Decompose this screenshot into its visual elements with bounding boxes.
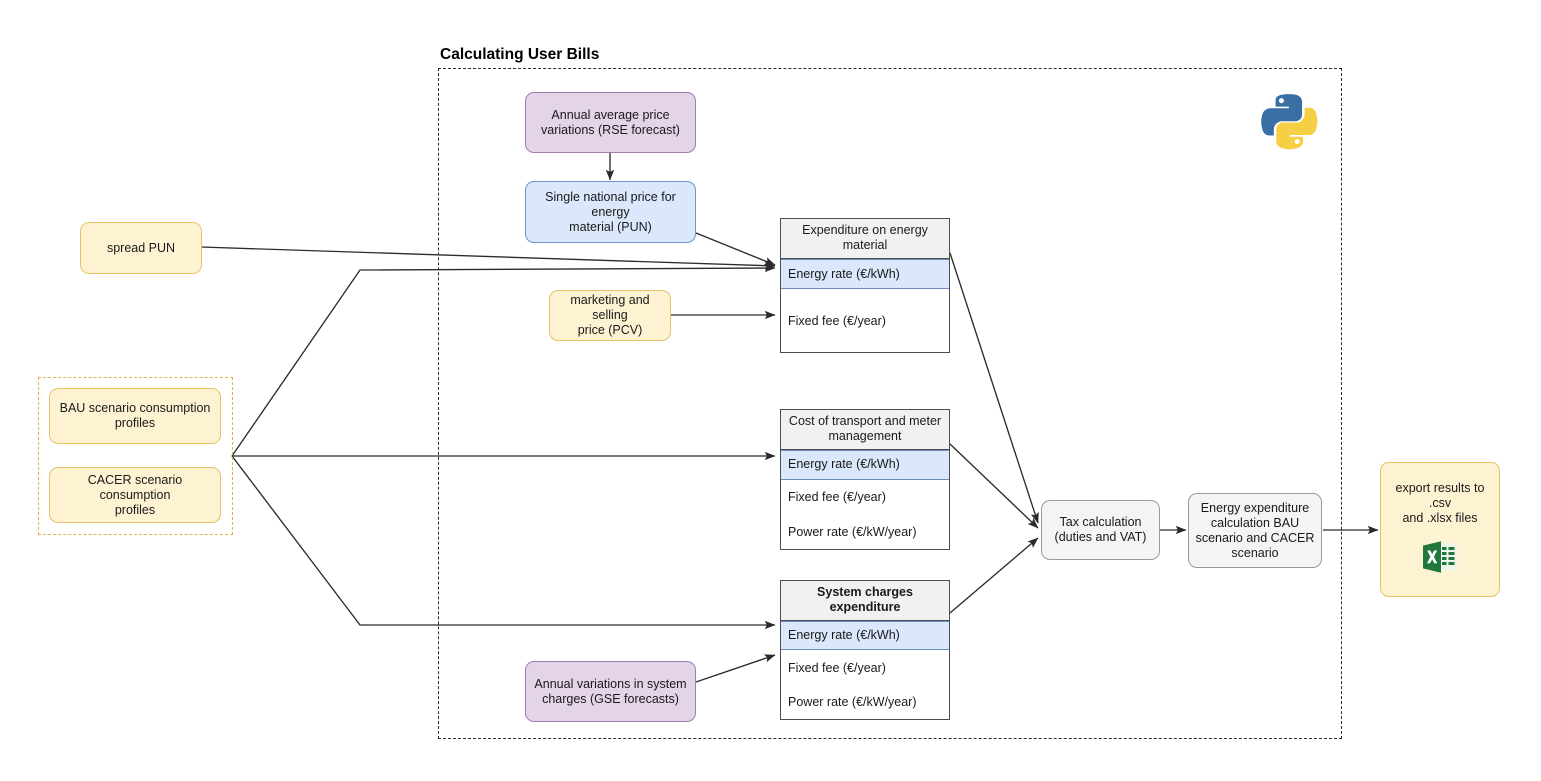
- node-bau-profiles-label: BAU scenario consumption profiles: [59, 401, 211, 430]
- table-cell-label: Fixed fee (€/year): [788, 660, 886, 675]
- node-cacer-profiles[interactable]: CACER scenario consumption profiles: [49, 467, 221, 523]
- node-gse-forecast-label: Annual variations in system charges (GSE…: [534, 676, 687, 706]
- excel-file-icon: [1421, 540, 1459, 574]
- table-header: Cost of transport and meter management: [781, 410, 949, 450]
- table-cell-label: Fixed fee (€/year): [788, 313, 886, 328]
- table-expenditure-energy-material: Expenditure on energy material Energy ra…: [780, 218, 950, 353]
- table-header: System charges expenditure: [781, 581, 949, 621]
- node-pcv[interactable]: marketing and selling price (PCV): [549, 290, 671, 341]
- node-pun[interactable]: Single national price for energy materia…: [525, 181, 696, 243]
- node-tax-calculation[interactable]: Tax calculation (duties and VAT): [1041, 500, 1160, 560]
- node-spread-pun[interactable]: spread PUN: [80, 222, 202, 274]
- table-row[interactable]: Energy rate (€/kWh): [781, 450, 949, 480]
- node-rse-forecast-label: Annual average price variations (RSE for…: [541, 107, 680, 137]
- node-spread-pun-label: spread PUN: [106, 240, 176, 255]
- table-row[interactable]: Energy rate (€/kWh): [781, 621, 949, 651]
- node-gse-forecast[interactable]: Annual variations in system charges (GSE…: [525, 661, 696, 722]
- table-cell-label: Fixed fee (€/year): [788, 490, 886, 505]
- table-cell-label: Power rate (€/kW/year): [788, 524, 917, 539]
- table-cell-label: Energy rate (€/kWh): [788, 266, 900, 281]
- node-pun-label: Single national price for energy materia…: [545, 189, 676, 234]
- table-row[interactable]: Fixed fee (€/year): [781, 289, 949, 352]
- table-system-charges-expenditure: System charges expenditure Energy rate (…: [780, 580, 950, 720]
- table-row[interactable]: Fixed fee (€/year): [781, 650, 949, 685]
- table-cost-transport-meter: Cost of transport and meter management E…: [780, 409, 950, 550]
- table-row[interactable]: Energy rate (€/kWh): [781, 259, 949, 290]
- node-rse-forecast[interactable]: Annual average price variations (RSE for…: [525, 92, 696, 153]
- node-tax-calculation-label: Tax calculation (duties and VAT): [1054, 515, 1147, 544]
- node-export-results[interactable]: export results to .csv and .xlsx files: [1380, 462, 1500, 597]
- node-pcv-label: marketing and selling price (PCV): [570, 293, 650, 337]
- node-cacer-profiles-label: CACER scenario consumption profiles: [87, 472, 183, 517]
- python-logo-icon: [1258, 90, 1320, 152]
- table-cell-label: Power rate (€/kW/year): [788, 694, 917, 709]
- page-title: Calculating User Bills: [440, 46, 600, 63]
- table-header: Expenditure on energy material: [781, 219, 949, 259]
- node-energy-expenditure-calc[interactable]: Energy expenditure calculation BAU scena…: [1188, 493, 1322, 568]
- table-row[interactable]: Power rate (€/kW/year): [781, 684, 949, 720]
- table-row[interactable]: Power rate (€/kW/year): [781, 514, 949, 549]
- table-cell-label: Energy rate (€/kWh): [788, 628, 900, 643]
- node-energy-expenditure-calc-label: Energy expenditure calculation BAU scena…: [1195, 500, 1315, 560]
- node-bau-profiles[interactable]: BAU scenario consumption profiles: [49, 388, 221, 444]
- table-row[interactable]: Fixed fee (€/year): [781, 479, 949, 515]
- node-export-results-label: export results to .csv and .xlsx files: [1395, 481, 1485, 525]
- table-cell-label: Energy rate (€/kWh): [788, 457, 900, 472]
